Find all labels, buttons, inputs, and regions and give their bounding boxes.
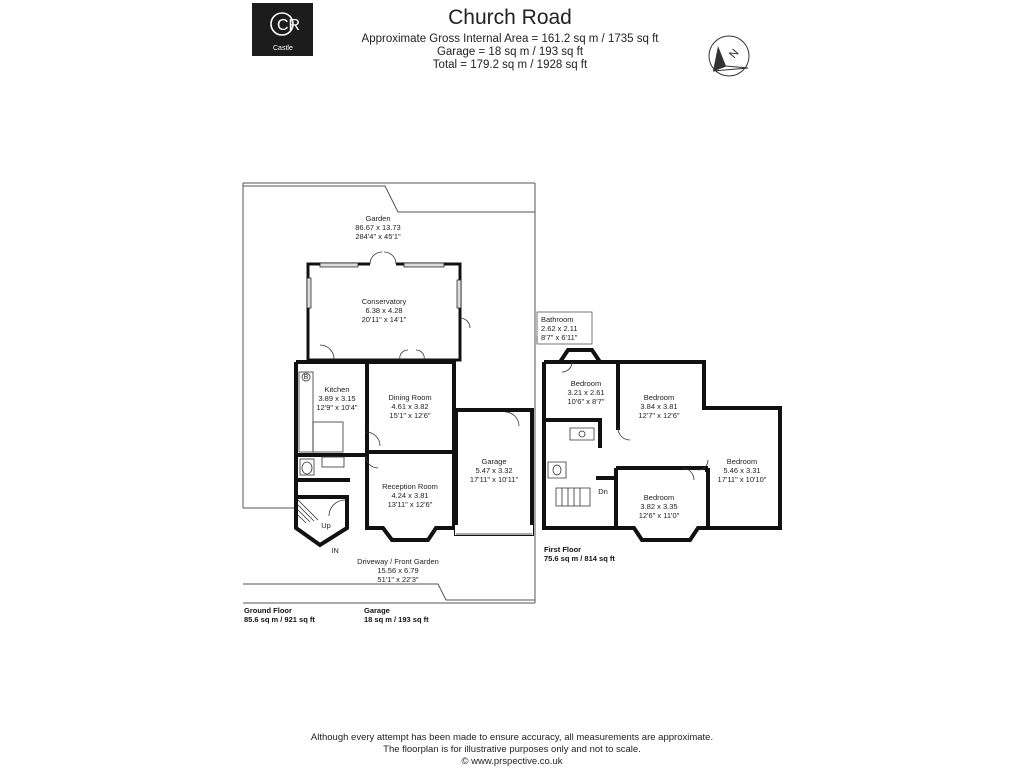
room-imperial: 284'4" x 45'1"	[355, 232, 401, 241]
stairs-down-marker: Dn	[598, 487, 608, 496]
room-metric: 6.38 x 4.28	[365, 306, 403, 315]
floor-area: 75.6 sq m / 814 sq ft	[544, 554, 615, 563]
room-imperial: 13'11" x 12'6"	[387, 500, 433, 509]
ground-floor-details	[297, 344, 381, 524]
room-label-bedroom-3: Bedroom 5.46 x 3.31 17'11" x 10'10"	[718, 457, 767, 484]
room-imperial: 12'7" x 12'6"	[638, 411, 680, 420]
room-label-bedroom-1: Bedroom 3.21 x 2.61 10'6" x 8'7"	[567, 379, 604, 406]
total-area-line: Total = 179.2 sq m / 1928 sq ft	[432, 59, 588, 71]
copyright-line: © www.prspective.co.uk	[461, 756, 563, 767]
garden-boundary	[242, 182, 536, 604]
logo-letters: CR	[277, 17, 300, 34]
room-metric: 15.56 x 6.79	[377, 566, 419, 575]
room-imperial: 17'11" x 10'11"	[469, 475, 519, 484]
room-name: Bedroom	[643, 393, 675, 402]
room-label-bedroom-2: Bedroom 3.84 x 3.81 12'7" x 12'6"	[638, 393, 679, 420]
room-metric: 4.61 x 3.82	[391, 402, 429, 411]
room-name: Bedroom	[570, 379, 602, 388]
room-metric: 3.84 x 3.81	[640, 402, 678, 411]
room-imperial: 10'6" x 8'7"	[567, 397, 605, 406]
room-label-driveway: Driveway / Front Garden 15.56 x 6.79 51'…	[357, 557, 439, 584]
room-label-dining: Dining Room 4.61 x 3.82 15'1" x 12'6"	[388, 393, 431, 420]
room-name: Bedroom	[726, 457, 758, 466]
logo-brand: Castle	[273, 45, 293, 52]
room-name: Garden	[365, 214, 391, 223]
room-imperial: 8'7" x 6'11"	[541, 333, 578, 342]
bathroom-label-box	[536, 311, 593, 345]
room-label-garden: Garden 86.67 x 13.73 284'4" x 45'1"	[355, 214, 400, 241]
boiler-marker: B	[303, 374, 309, 381]
room-label-garage: Garage 5.47 x 3.32 17'11" x 10'11"	[470, 457, 518, 484]
room-label-bathroom: Bathroom 2.62 x 2.11 8'7" x 6'11"	[541, 315, 578, 342]
floor-name: First Floor	[544, 545, 582, 554]
first-floor-details	[547, 361, 709, 507]
room-label-reception: Reception Room 4.24 x 3.81 13'11" x 12'6…	[382, 482, 438, 509]
floor-name: Garage	[364, 606, 390, 615]
ground-floor-label: Ground Floor 85.6 sq m / 921 sq ft	[244, 606, 315, 624]
room-label-kitchen: Kitchen 3.89 x 3.15 12'9" x 10'4"	[316, 385, 357, 412]
disclaimer-line-1: Although every attempt has been made to …	[310, 732, 714, 743]
room-imperial: 17'11" x 10'10"	[717, 475, 767, 484]
room-imperial: 15'1" x 12'6"	[389, 411, 431, 420]
room-name: Bathroom	[541, 315, 574, 324]
entrance-marker: IN	[331, 546, 339, 555]
first-floor-walls	[542, 348, 782, 542]
room-metric: 3.82 x 3.35	[640, 502, 678, 511]
stairs-up-marker: Up	[321, 521, 331, 530]
room-metric: 3.89 x 3.15	[318, 394, 356, 403]
ground-floor-walls	[294, 360, 456, 548]
room-metric: 5.46 x 3.31	[723, 466, 761, 475]
garage-walls	[454, 408, 534, 536]
room-metric: 86.67 x 13.73	[355, 223, 401, 232]
room-metric: 4.24 x 3.81	[391, 491, 429, 500]
disclaimer-line-2: The floorplan is for illustrative purpos…	[383, 744, 641, 755]
floor-area: 18 sq m / 193 sq ft	[364, 615, 429, 624]
room-name: Driveway / Front Garden	[357, 557, 439, 566]
castle-logo: CR Castle	[252, 3, 313, 56]
room-imperial: 12'9" x 10'4"	[316, 403, 358, 412]
room-metric: 3.21 x 2.61	[567, 388, 605, 397]
plan-title: Church Road	[448, 6, 572, 29]
garage-area-line: Garage = 18 sq m / 193 sq ft	[436, 46, 584, 58]
floor-name: Ground Floor	[244, 606, 292, 615]
garage-floor-label: Garage 18 sq m / 193 sq ft	[364, 606, 429, 624]
room-imperial: 12'6" x 11'0"	[638, 511, 680, 520]
room-name: Reception Room	[382, 482, 438, 491]
compass-icon: N	[704, 34, 754, 78]
gross-area-line: Approximate Gross Internal Area = 161.2 …	[361, 33, 659, 45]
room-label-conservatory: Conservatory 6.38 x 4.28 20'11" x 14'1"	[362, 297, 407, 324]
room-name: Conservatory	[361, 297, 407, 306]
room-label-bedroom-4: Bedroom 3.82 x 3.35 12'6" x 11'0"	[639, 493, 680, 520]
floor-area: 85.6 sq m / 921 sq ft	[244, 615, 315, 624]
room-name: Kitchen	[324, 385, 350, 394]
room-name: Dining Room	[388, 393, 432, 402]
room-name: Bedroom	[643, 493, 675, 502]
room-metric: 5.47 x 3.32	[475, 466, 513, 475]
first-floor-label: First Floor 75.6 sq m / 814 sq ft	[544, 545, 615, 563]
room-name: Garage	[481, 457, 507, 466]
room-imperial: 20'11" x 14'1"	[361, 315, 407, 324]
room-imperial: 51'1" x 22'3"	[377, 575, 419, 584]
room-metric: 2.62 x 2.11	[541, 324, 578, 333]
